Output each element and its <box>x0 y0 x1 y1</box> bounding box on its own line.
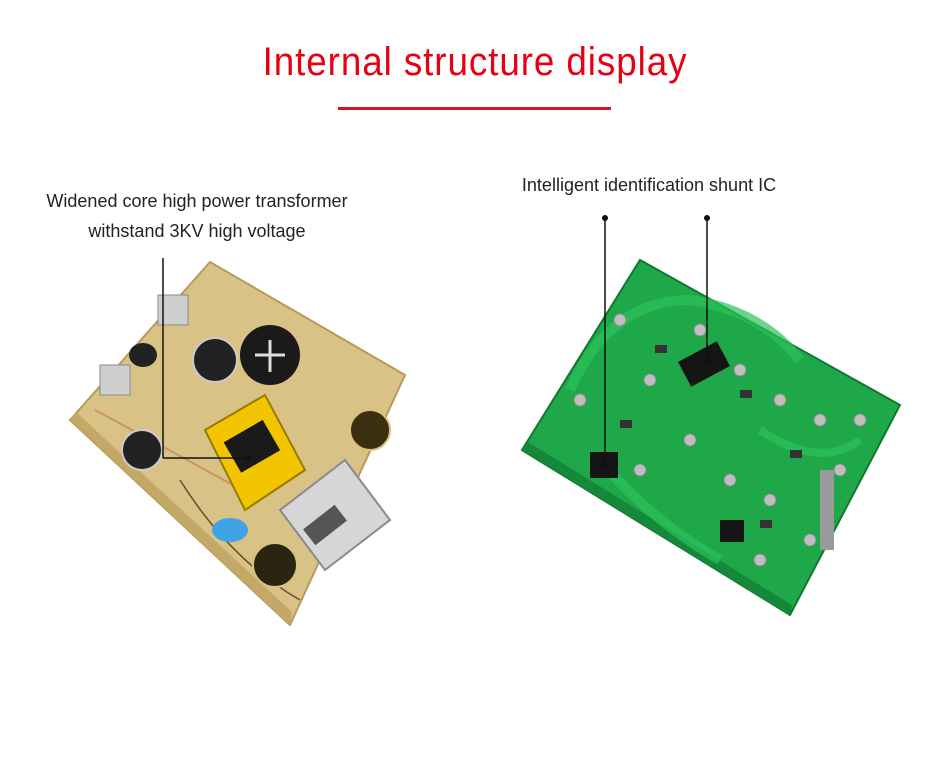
right-pcb-board <box>520 215 902 617</box>
right-callout: Intelligent identification shunt IC <box>521 175 777 195</box>
left-callout: Widened core high power transformer with… <box>30 186 364 246</box>
left-callout-line1: Widened core high power transformer <box>46 191 348 211</box>
left-pcb-board <box>68 258 407 627</box>
title-underline <box>338 107 611 110</box>
page-title: Internal structure display <box>262 40 688 84</box>
left-callout-line2: withstand 3KV high voltage <box>88 221 306 241</box>
